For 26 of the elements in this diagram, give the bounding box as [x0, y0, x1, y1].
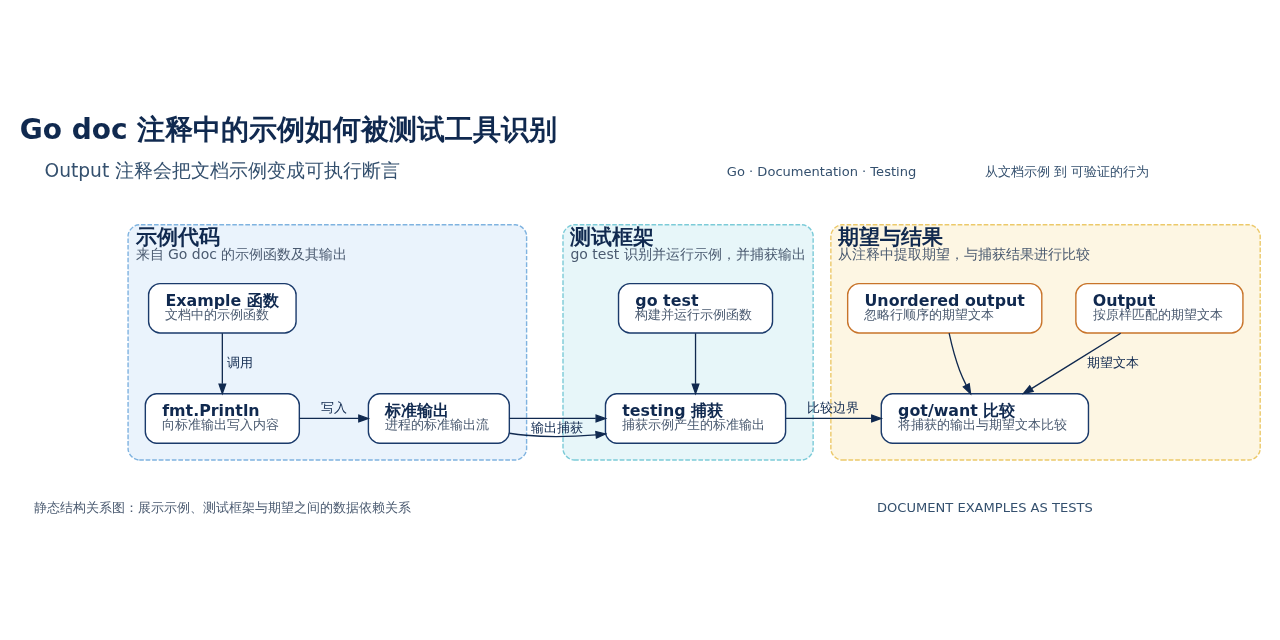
label: Go · Documentation · Testing	[726, 163, 917, 179]
caption: 静态结构关系图：展示示例、测试框架与期望之间的数据依赖关系	[33, 500, 411, 516]
arrow	[948, 332, 972, 396]
arrow	[1021, 332, 1122, 395]
edge-label: 期望文本	[1087, 354, 1140, 370]
arrow	[508, 414, 608, 440]
diagram-title: Go doc 注释中的示例如何被测试工具识别	[19, 112, 558, 146]
edge-label: 写入	[320, 400, 347, 416]
label: DOCUMENT EXAMPLES AS TESTS	[877, 500, 1093, 516]
node-box: Example 函数 文档中的示例函数	[147, 282, 297, 334]
label: Output 注释会把文档示例变成可执行断言	[44, 160, 401, 182]
edge-label: 调用	[227, 354, 254, 370]
arrow	[691, 332, 700, 396]
node-box: go test 构建并运行示例函数	[617, 282, 774, 334]
arrow	[218, 332, 227, 396]
edge-label: 输出捕获	[531, 419, 584, 435]
node-box: Unordered output 忽略行顺序的期望文本	[846, 282, 1043, 334]
node-box: 标准输出 进程的标准输出流	[367, 393, 511, 444]
edge-label: 比较边界	[807, 400, 860, 416]
node-box: got/want 比较 将捕获的输出与期望文本比较	[880, 393, 1090, 444]
arrow	[298, 414, 371, 423]
arrow	[785, 414, 884, 423]
node-box: testing 捕获 捕获示例产生的标准输出	[604, 393, 787, 444]
node-box: fmt.Println 向标准输出写入内容	[144, 393, 301, 444]
node-box: Output 按原样匹配的期望文本	[1075, 282, 1244, 334]
label: 从文档示例 到 可验证的行为	[984, 163, 1150, 179]
